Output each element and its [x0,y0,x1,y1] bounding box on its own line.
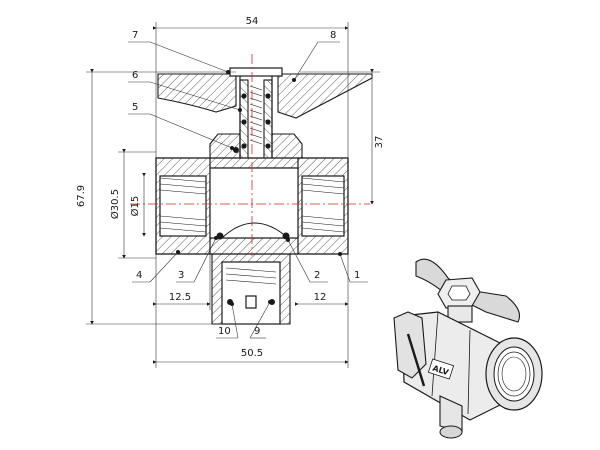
callout-6: 6 [132,70,138,81]
part-callouts: 7 6 5 8 4 3 2 1 [128,30,368,339]
dim-base-width: 50.5 [241,348,263,359]
dim-outer-diameter: Ø30.5 [109,189,121,219]
section-view [130,54,373,325]
dim-overall-width: 54 [246,16,259,27]
dim-stem-height: 37 [374,136,385,149]
butterfly-handle [157,73,237,113]
product-3d-view: ALV [393,258,543,439]
dim-bore-diameter: Ø15 [129,196,141,217]
callout-3: 3 [178,270,184,281]
callout-10: 10 [218,326,231,337]
callout-7: 7 [132,30,138,41]
callout-2: 2 [314,270,320,281]
dimension-lines: 54 37 67.9 Ø30.5 Ø15 12.5 12 50.5 [76,16,385,368]
callout-9: 9 [254,326,260,337]
dim-left-thread: 12.5 [169,292,191,303]
callout-5: 5 [132,102,138,113]
dim-overall-height: 67.9 [76,185,87,207]
callout-1: 1 [354,270,360,281]
callout-4: 4 [136,270,142,281]
ball [221,222,289,239]
dim-right-thread: 12 [314,292,327,303]
callout-8: 8 [330,30,336,41]
